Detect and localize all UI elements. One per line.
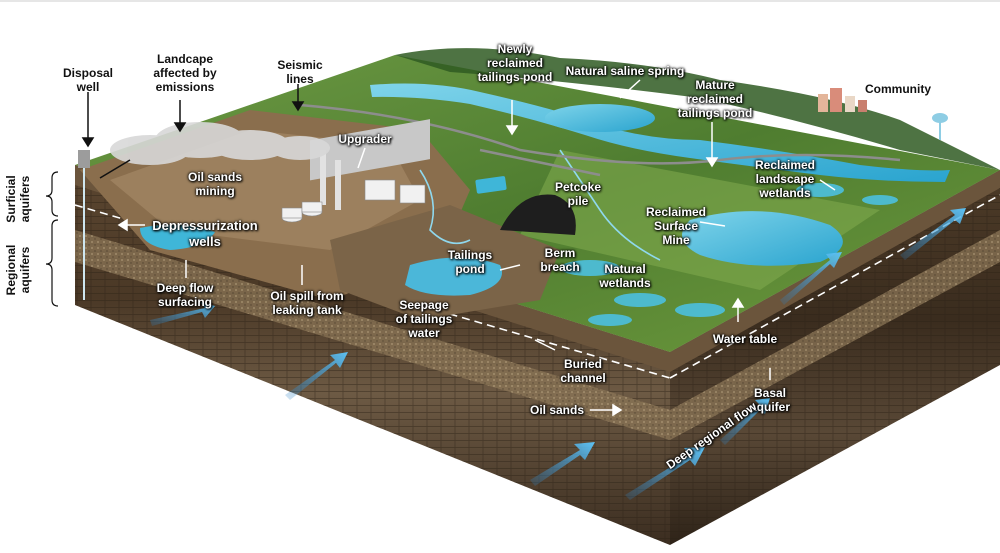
label-upgrader: Upgrader — [338, 132, 392, 146]
label-oil-spill: Oil spill from leaking tank — [270, 289, 344, 317]
label-community: Community — [865, 82, 931, 96]
disposal-well-tower — [78, 150, 90, 300]
petcoke-pile-shape — [500, 194, 576, 235]
water-features — [140, 83, 950, 326]
top-border — [0, 0, 1000, 2]
label-basal-aquifer: Basal aquifer — [749, 386, 790, 414]
label-regional-aquifers: Regional aquifers — [4, 244, 32, 296]
community-buildings — [818, 88, 948, 140]
label-disposal-well: Disposal well — [62, 66, 113, 94]
aquifer-flow-arrows — [150, 208, 966, 500]
label-seepage: Seepage of tailings water — [395, 298, 453, 340]
label-berm-breach: Berm breach — [540, 246, 580, 274]
aquifer-brackets — [45, 171, 59, 307]
emissions-plume — [110, 122, 330, 165]
label-oil-sands-mining: Oil sands mining — [187, 170, 243, 198]
label-petcoke-pile: Petcoke pile — [554, 180, 602, 208]
label-reclaimed-surface-mine: Reclaimed Surface Mine — [645, 205, 707, 247]
label-seismic-lines: Seismic lines — [277, 58, 323, 86]
label-water-table: Water table — [712, 332, 778, 346]
label-tailings-pond: Tailings pond — [447, 248, 493, 276]
label-buried-channel: Buried channel — [560, 357, 606, 385]
label-oil-sands: Oil sands — [529, 403, 585, 417]
front-right-face — [669, 170, 1000, 545]
label-natural-wetlands: Natural wetlands — [599, 262, 651, 290]
label-reclaimed-landscape-wetlands: Reclaimed landscape wetlands — [754, 158, 816, 200]
label-natural-saline-spring: Natural saline spring — [565, 64, 685, 78]
label-newly-reclaimed: Newly reclaimed tailings pond — [477, 42, 553, 84]
leader-arrows — [81, 84, 305, 179]
leader-arrows-light — [117, 79, 836, 417]
label-deep-flow-surfacing: Deep flow surfacing — [156, 281, 214, 309]
label-surficial-aquifers: Surficial aquifers — [4, 175, 32, 223]
label-landscape-emissions: Landcape affected by emissions — [153, 52, 217, 94]
upgrader-facility — [281, 119, 430, 223]
label-depressurization-wells: Depressurization wells — [152, 218, 258, 249]
label-mature-reclaimed: Mature reclaimed tailings pond — [677, 78, 753, 120]
roads — [299, 103, 901, 177]
